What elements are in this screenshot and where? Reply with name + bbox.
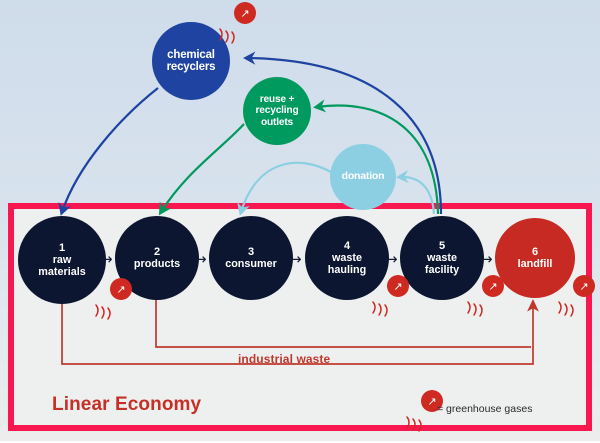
chain-arrow-5: →	[480, 250, 493, 268]
ghg-badge-landfill: ↗	[551, 275, 600, 323]
node-consumer-number: 3	[247, 245, 255, 258]
industrial-waste-label: industrial waste	[238, 352, 331, 366]
arrow-waste-facility-to-chemical-recyclers	[243, 51, 443, 215]
node-consumer-line1: consumer	[225, 258, 277, 271]
reuse-outlets-line2: recycling	[255, 105, 299, 117]
linear-economy-frame	[8, 203, 592, 431]
node-landfill[interactable]: 6 landfill	[495, 218, 575, 298]
node-raw-materials-line1: raw	[52, 254, 72, 267]
node-waste-hauling-line1: waste	[331, 252, 362, 265]
node-waste-hauling-line2: hauling	[327, 264, 367, 277]
arrow-waste-facility-to-donation	[396, 169, 436, 215]
node-waste-hauling-number: 4	[343, 239, 351, 252]
greenhouse-gases-icon: ↗	[387, 275, 409, 297]
node-products-number: 2	[153, 245, 161, 258]
greenhouse-gases-icon: ↗	[421, 390, 443, 412]
ghg-wave-lines	[95, 304, 111, 320]
chain-arrow-3: →	[289, 250, 302, 268]
ghg-badge-waste-hauling: ↗	[365, 275, 417, 323]
waste-line-raw-materials-to-landfill	[61, 286, 539, 365]
chain-arrow-4: →	[385, 250, 398, 268]
bubble-chemical-recyclers[interactable]: chemical recyclers	[152, 22, 230, 100]
node-waste-facility-line1: waste	[426, 252, 457, 265]
ghg-wave-lines	[467, 301, 483, 317]
node-waste-facility-line2: facility	[424, 264, 460, 277]
chemical-recyclers-line1: chemical	[167, 48, 215, 61]
node-landfill-line1: landfill	[517, 258, 553, 271]
ghg-badge-raw-materials: ↗	[88, 278, 140, 326]
greenhouse-gases-icon: ↗	[110, 278, 132, 300]
arrow-waste-facility-to-reuse-outlets	[313, 99, 440, 215]
node-landfill-number: 6	[531, 245, 539, 258]
ghg-wave-lines	[219, 28, 235, 44]
chain-arrow-2: →	[194, 250, 207, 268]
arrow-chemical-recyclers-to-raw-materials	[58, 87, 159, 216]
node-waste-facility-number: 5	[438, 239, 446, 252]
node-consumer[interactable]: 3 consumer	[209, 216, 293, 300]
ghg-badge-waste-facility: ↗	[460, 275, 512, 323]
reuse-outlets-line3: outlets	[261, 116, 293, 128]
bubble-reuse-recycling-outlets[interactable]: reuse + recycling outlets	[243, 77, 311, 145]
bubble-donation[interactable]: donation	[330, 144, 396, 210]
page-title: Linear Economy	[52, 394, 202, 415]
donation-label: donation	[341, 170, 385, 183]
greenhouse-gases-icon: ↗	[482, 275, 504, 297]
node-raw-materials-number: 1	[58, 241, 66, 254]
greenhouse-gases-icon: ↗	[573, 275, 595, 297]
chemical-recyclers-line2: recyclers	[166, 61, 216, 73]
ghg-wave-lines	[558, 301, 574, 317]
legend-label: = greenhouse gases	[437, 403, 533, 415]
chain-arrow-1: →	[100, 250, 113, 268]
arrow-reuse-outlets-to-products	[158, 123, 245, 216]
ghg-wave-lines	[406, 416, 422, 432]
node-raw-materials-line2: materials	[38, 266, 86, 279]
node-raw-materials[interactable]: 1 raw materials	[18, 216, 106, 304]
ghg-wave-lines	[372, 301, 388, 317]
node-waste-hauling[interactable]: 4 waste hauling	[305, 216, 389, 300]
reuse-outlets-line1: reuse +	[259, 94, 295, 106]
greenhouse-gases-icon: ↗	[234, 2, 256, 24]
node-products-line1: products	[133, 258, 181, 271]
waste-line-products-to-landfill	[155, 286, 531, 348]
ghg-badge-chemical-recyclers: ↗	[212, 2, 264, 50]
legend-ghg-badge: ↗	[399, 390, 451, 438]
arrow-donation-to-consumer	[237, 161, 332, 216]
node-waste-facility[interactable]: 5 waste facility	[400, 216, 484, 300]
